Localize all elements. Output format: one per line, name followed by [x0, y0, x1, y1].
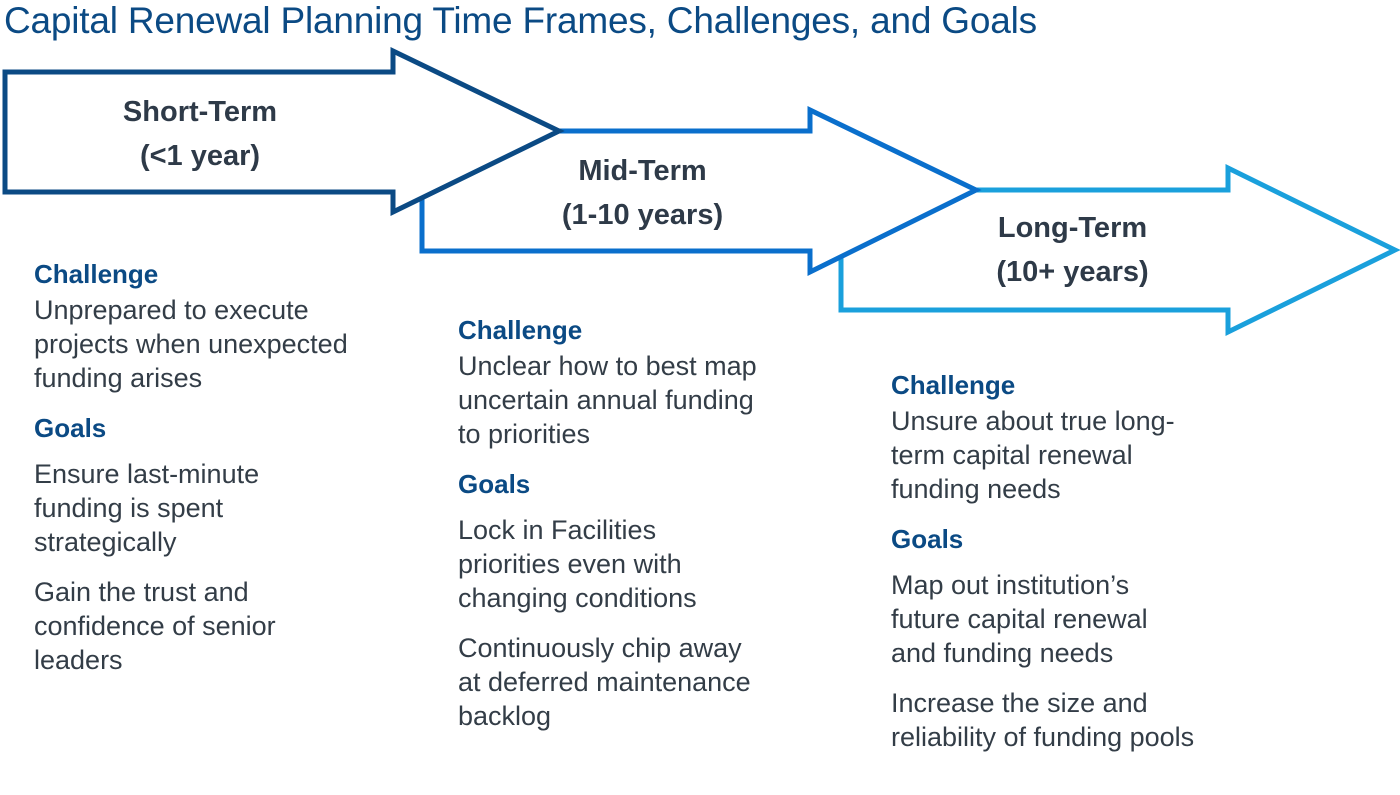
goal-text: Continuously chip away at deferred maint…: [458, 633, 751, 731]
phase-name: Long-Term: [997, 212, 1148, 244]
long-term-arrow: [838, 163, 1400, 337]
challenge-text: Unclear how to best map uncertain annual…: [458, 351, 757, 449]
challenge-text: Unprepared to execute projects when unex…: [34, 295, 348, 393]
goal-text: Ensure last-minute funding is spent stra…: [34, 459, 260, 557]
phase-range: (1-10 years): [561, 199, 724, 231]
goal-text: Lock in Facilities priorities even with …: [458, 515, 697, 613]
diagram-title: Capital Renewal Planning Time Frames, Ch…: [4, 0, 1037, 41]
goals-heading: Goals: [458, 469, 531, 499]
goals-heading: Goals: [891, 524, 964, 554]
challenge-text: Unsure about true long-term capital rene…: [891, 406, 1175, 504]
goal-text: Map out institution’s future capital ren…: [891, 570, 1148, 668]
goals-heading: Goals: [34, 413, 107, 443]
mid-term-arrow: [419, 106, 982, 277]
phase-name: Mid-Term: [578, 155, 707, 187]
long-term-details: Challenge Unsure about true long-term ca…: [891, 368, 1251, 770]
challenge-heading: Challenge: [458, 315, 583, 345]
phase-range: (<1 year): [139, 140, 261, 172]
challenge-heading: Challenge: [34, 259, 159, 289]
short-term-label: Short-Term (<1 year): [80, 90, 320, 178]
long-term-label: Long-Term (10+ years): [950, 206, 1195, 294]
goal-text: Gain the trust and confidence of senior …: [34, 577, 276, 675]
phase-range: (10+ years): [996, 256, 1149, 288]
phase-name: Short-Term: [122, 96, 278, 128]
mid-term-details: Challenge Unclear how to best map uncert…: [458, 313, 768, 749]
mid-term-label: Mid-Term (1-10 years): [520, 149, 765, 237]
short-term-arrow: [2, 47, 565, 217]
goal-text: Increase the size and reliability of fun…: [891, 688, 1195, 752]
challenge-heading: Challenge: [891, 370, 1016, 400]
short-term-details: Challenge Unprepared to execute projects…: [34, 257, 404, 693]
